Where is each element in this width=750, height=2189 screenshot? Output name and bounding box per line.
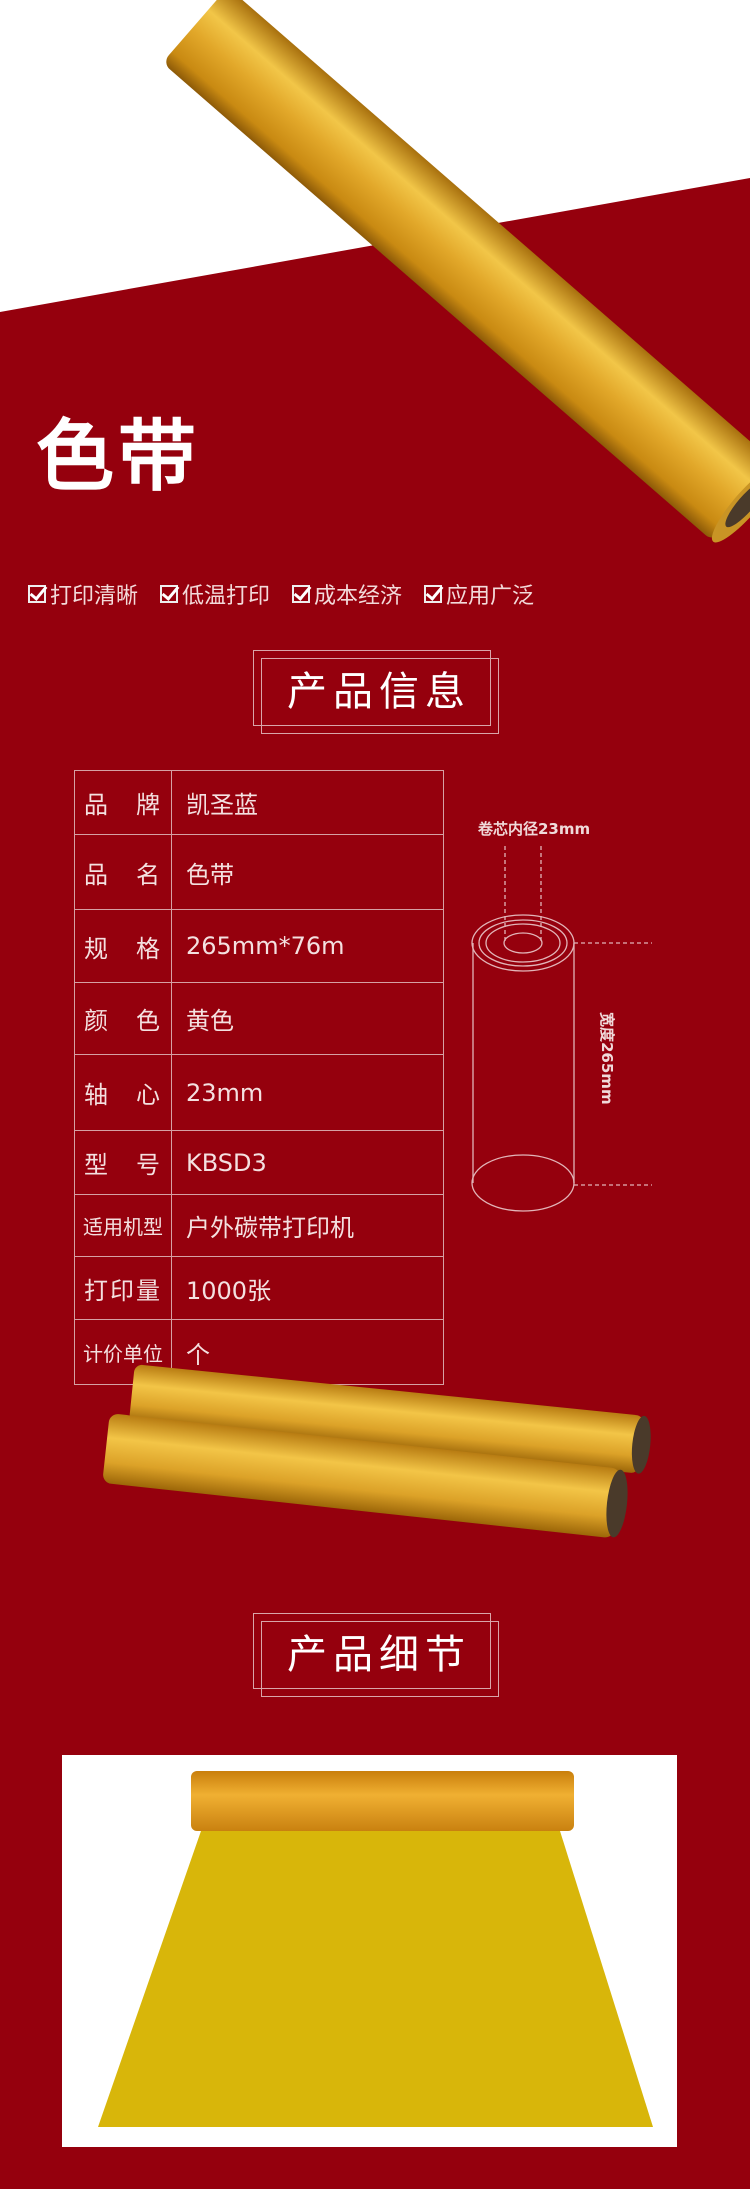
- checkbox-icon: [424, 585, 443, 603]
- spec-value: KBSD3: [171, 1130, 444, 1195]
- table-row: 颜 色黄色: [74, 982, 444, 1055]
- double-roll-image: [103, 1364, 651, 1538]
- ribbon-detail-image: [62, 1755, 677, 2147]
- spec-label: 型 号: [74, 1130, 172, 1195]
- feature-label: 打印清晰: [50, 584, 139, 609]
- spec-value: 凯圣蓝: [171, 770, 444, 835]
- section-title: 产品细节: [287, 1632, 471, 1678]
- roll-dimension-diagram: 卷芯内径23mm 宽度265mm: [471, 820, 652, 1212]
- core-diameter-label: 卷芯内径23mm: [477, 820, 590, 838]
- section-heading-product-info: 产品信息: [253, 650, 499, 734]
- checkbox-icon: [160, 585, 179, 603]
- spec-label: 颜 色: [74, 982, 172, 1055]
- section-title: 产品信息: [287, 669, 471, 715]
- spec-value: 265mm*76m: [171, 909, 444, 983]
- feature-list: 打印清晰 低温打印 成本经济 应用广泛: [28, 578, 534, 610]
- feature-label: 应用广泛: [446, 584, 535, 609]
- table-row: 品 名色带: [74, 834, 444, 910]
- checkbox-icon: [28, 585, 46, 603]
- section-heading-product-detail: 产品细节: [253, 1613, 499, 1697]
- spec-label: 规 格: [74, 909, 172, 983]
- spec-label: 适用机型: [74, 1194, 172, 1257]
- spec-value: 23mm: [171, 1054, 444, 1131]
- feature-item: 低温打印: [160, 578, 270, 610]
- spec-value: 1000张: [171, 1256, 444, 1320]
- feature-item: 成本经济: [292, 578, 402, 610]
- table-row: 品 牌凯圣蓝: [74, 770, 444, 835]
- feature-item: 应用广泛: [424, 578, 534, 610]
- spec-value: 黄色: [171, 982, 444, 1055]
- spec-label: 打印量: [74, 1256, 172, 1320]
- width-label: 宽度265mm: [598, 1011, 616, 1105]
- spec-label: 轴 心: [74, 1054, 172, 1131]
- product-title: 色带: [36, 412, 201, 502]
- feature-item: 打印清晰: [28, 578, 138, 610]
- hero-ribbon-roll-image: [166, 0, 750, 543]
- spec-label: 品 名: [74, 834, 172, 910]
- feature-label: 低温打印: [182, 584, 271, 609]
- feature-label: 成本经济: [314, 584, 403, 609]
- checkbox-icon: [292, 585, 311, 603]
- table-row: 适用机型户外碳带打印机: [74, 1194, 444, 1257]
- spec-value: 色带: [171, 834, 444, 910]
- spec-label: 品 牌: [74, 770, 172, 835]
- spec-value: 户外碳带打印机: [171, 1194, 444, 1257]
